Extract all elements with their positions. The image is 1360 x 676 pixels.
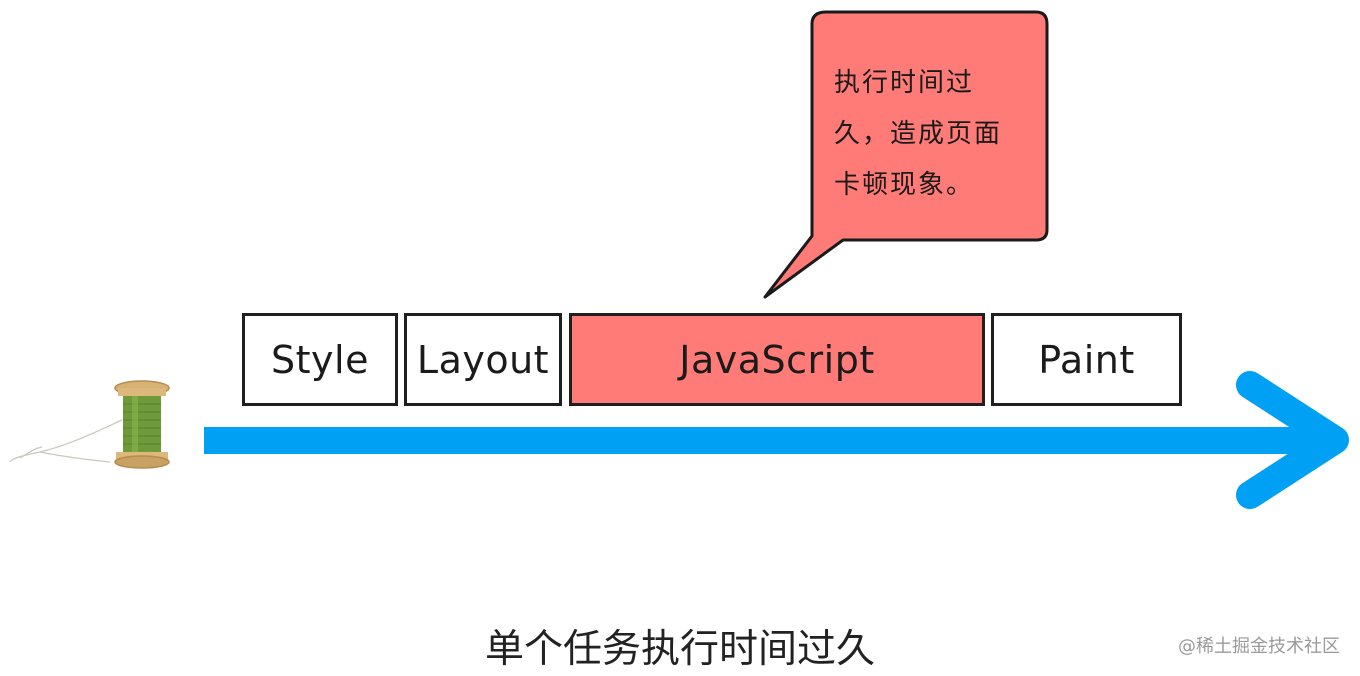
task-javascript: JavaScript xyxy=(569,313,985,406)
task-label: Layout xyxy=(416,337,550,382)
bubble-line: 久，造成页面 xyxy=(834,119,1003,149)
watermark: @稀土掘金技术社区 xyxy=(1178,636,1340,657)
task-style: Style xyxy=(242,313,398,406)
task-paint: Paint xyxy=(991,313,1182,406)
caption: 单个任务执行时间过久 xyxy=(484,627,875,672)
task-label: Paint xyxy=(1038,337,1135,382)
bubble-line: 执行时间过 xyxy=(834,68,975,98)
task-layout: Layout xyxy=(404,313,562,406)
speech-bubble-text: 执行时间过 久，造成页面 卡顿现象。 xyxy=(834,58,1040,211)
bubble-line: 卡顿现象。 xyxy=(834,170,975,200)
spool-icon xyxy=(114,380,170,469)
task-label: Style xyxy=(271,337,369,382)
thread xyxy=(9,419,123,463)
speech-bubble xyxy=(763,10,1049,299)
timeline-arrow xyxy=(204,371,1349,509)
task-label: JavaScript xyxy=(679,337,875,382)
